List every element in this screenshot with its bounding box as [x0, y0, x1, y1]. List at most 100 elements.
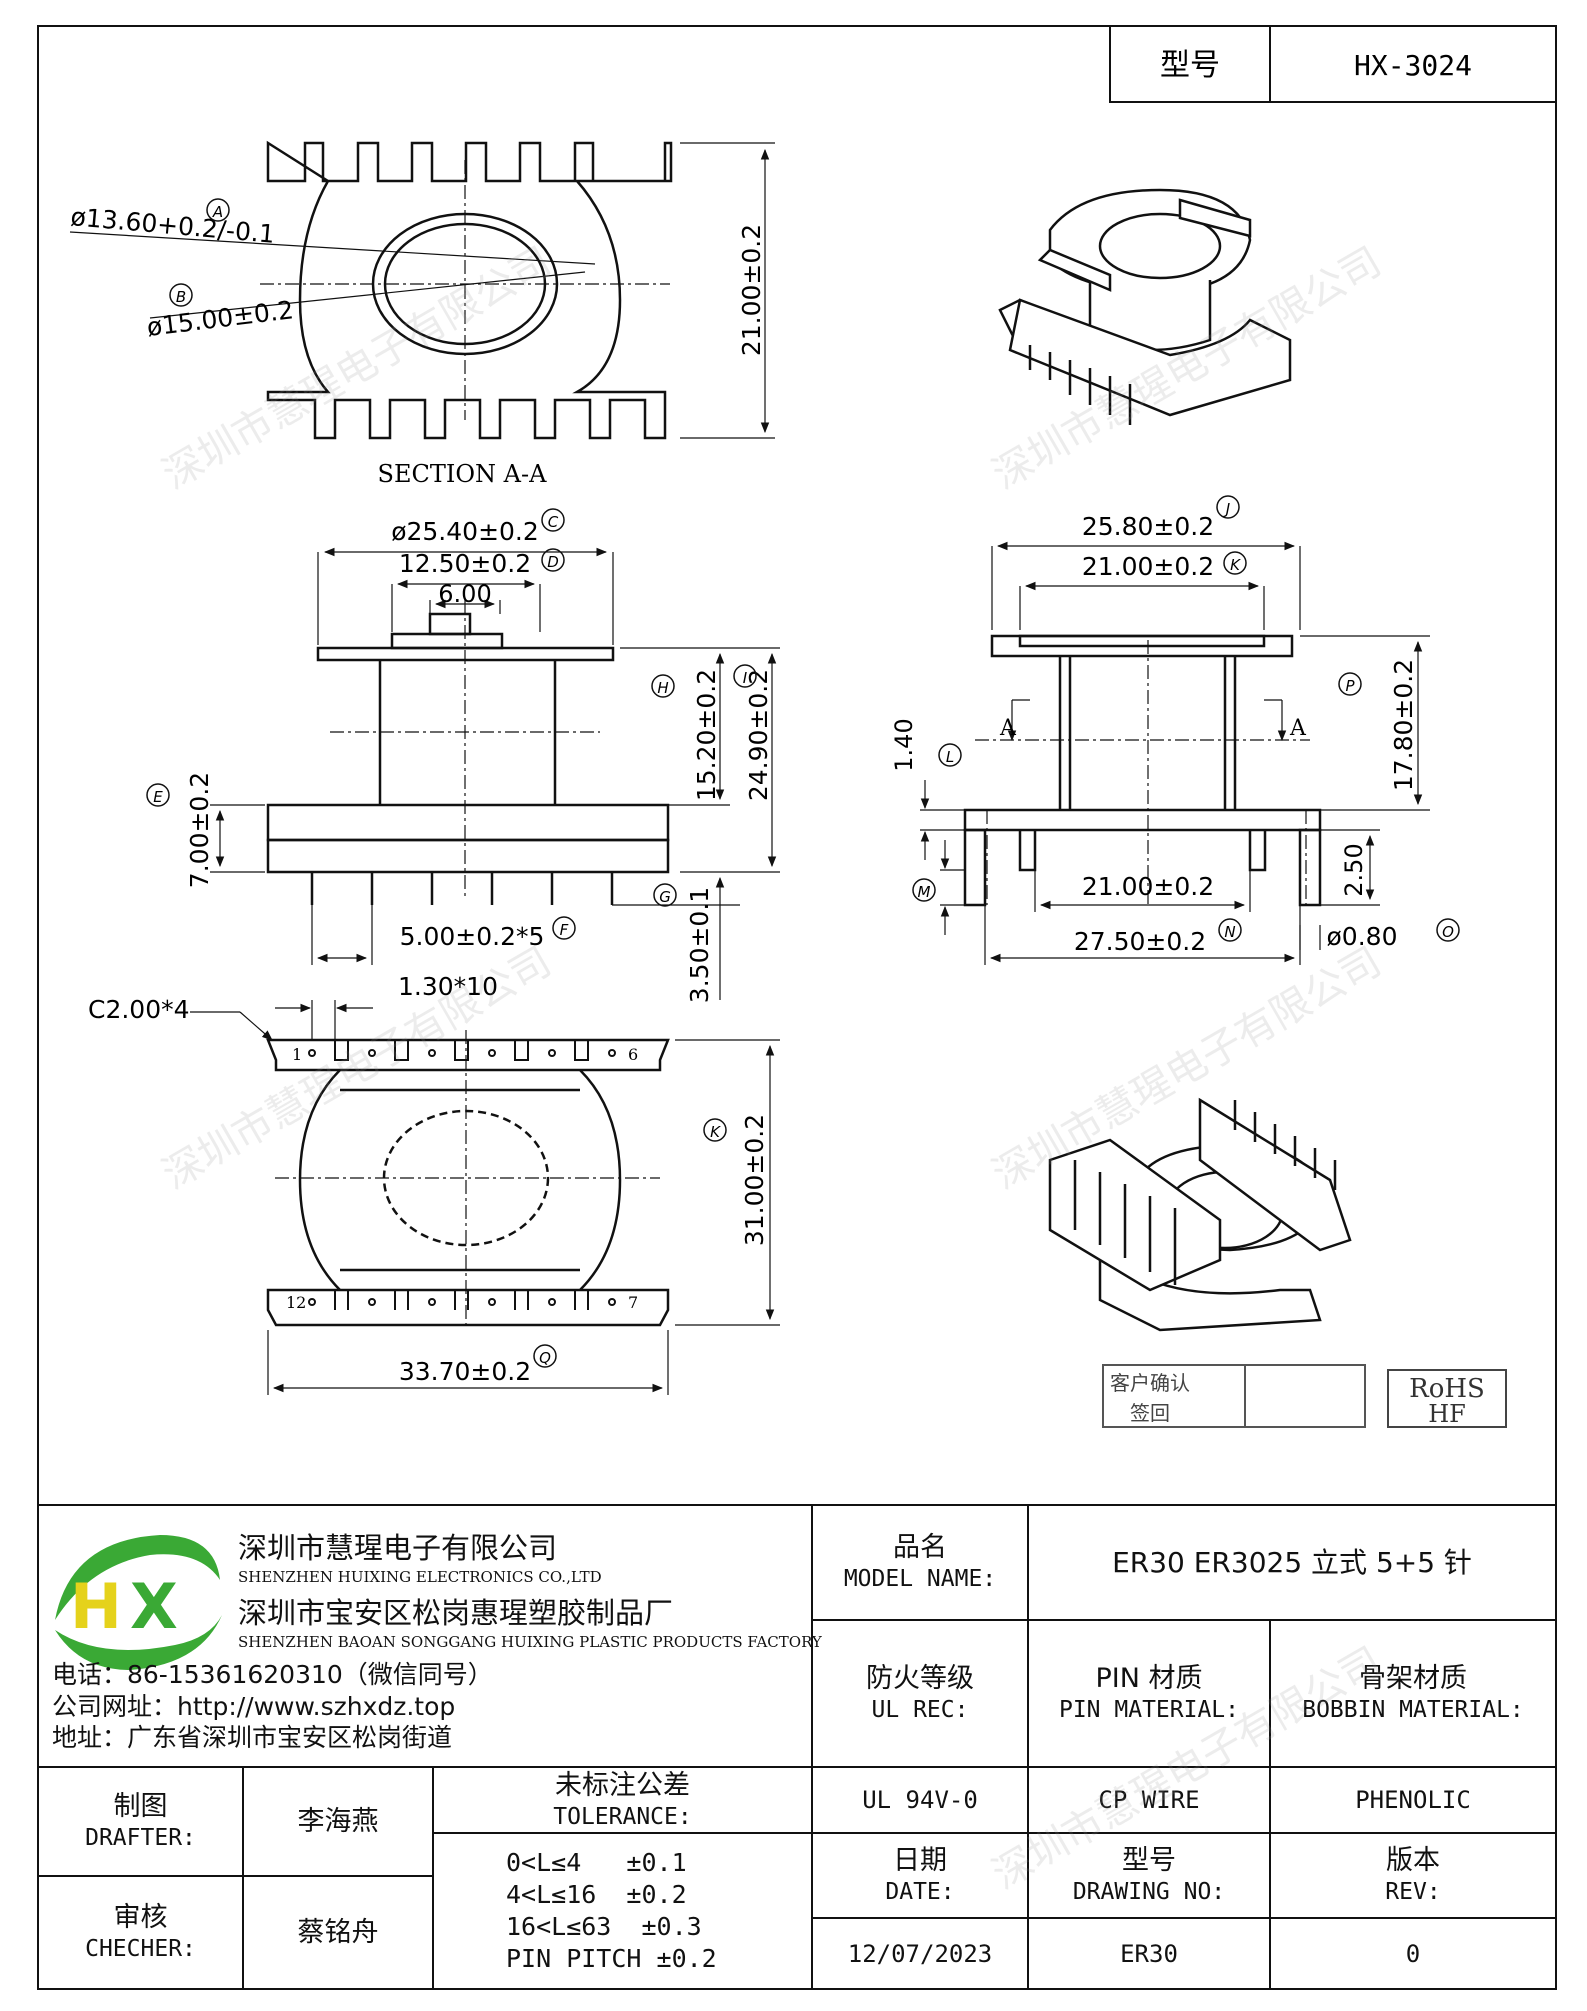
section-marker-left: A	[999, 716, 1017, 741]
pin-12-label: 12	[286, 1293, 306, 1312]
tolerance-label: 未标注公差 TOLERANCE:	[553, 1769, 692, 1830]
model-name-value: ER30 ER3025 立式 5+5 针	[1112, 1546, 1472, 1579]
company-logo-text: HX	[70, 1580, 71, 1581]
bobbin-material-value: PHENOLIC	[1355, 1786, 1471, 1814]
fire-rating-label: 防火等级 UL REC:	[866, 1663, 974, 1723]
svg-text:Q: Q	[539, 1349, 551, 1367]
pin-7-label: 7	[628, 1293, 638, 1312]
bottom-view-notches	[308, 1040, 616, 1310]
date-value: 12/07/2023	[847, 1939, 993, 1968]
svg-text:P: P	[1345, 677, 1355, 695]
company-address: 地址：广东省深圳市宝安区松岗街道	[52, 1723, 453, 1752]
factory-name-en: SHENZHEN BAOAN SONGGANG HUIXING PLASTIC …	[238, 1633, 822, 1651]
svg-text:K: K	[710, 1123, 721, 1141]
dim-J: 25.80±0.2	[1082, 512, 1214, 541]
rev-label: 版本 REV:	[1385, 1845, 1441, 1905]
dim-K-top: 21.00±0.2	[1082, 552, 1214, 581]
svg-text:L: L	[946, 748, 954, 766]
pins-3d-bottom	[1073, 1100, 1337, 1285]
section-view	[266, 140, 673, 440]
company-name-en: SHENZHEN HUIXING ELECTRONICS CO.,LTD	[238, 1568, 602, 1586]
section-label: SECTION A-A	[378, 460, 548, 488]
dim-top-width: 6.00	[438, 580, 491, 608]
header-model-value: HX-3024	[1354, 49, 1472, 82]
svg-text:D: D	[547, 553, 559, 571]
customer-confirm-text-2: 签回	[1130, 1401, 1170, 1425]
dim-L: 1.40	[890, 718, 918, 771]
checker-name: 蔡铭舟	[297, 1916, 379, 1948]
tolerance-line-3: 16<L≤63 ±0.3	[506, 1912, 702, 1941]
dim-section-height: 21.00±0.2	[737, 224, 766, 356]
dim-K-bottom: 31.00±0.2	[740, 1114, 769, 1246]
rohs-stamp	[1387, 1369, 1507, 1428]
company-name-cn: 深圳市慧瑆电子有限公司	[238, 1531, 558, 1565]
front-view	[266, 612, 670, 905]
hf-text: HF	[1428, 1400, 1466, 1428]
header-model-box	[1109, 25, 1557, 103]
tolerance-line-2: 4<L≤16 ±0.2	[506, 1880, 687, 1909]
dim-P: 17.80±0.2	[1389, 659, 1418, 791]
model-name-label: 品名 MODEL NAME:	[843, 1532, 997, 1592]
svg-text:N: N	[1224, 923, 1235, 941]
drafter-label: 制图 DRAFTER:	[85, 1791, 196, 1851]
svg-text:M: M	[918, 883, 931, 901]
bobbin-material-label: 骨架材质 BOBBIN MATERIAL:	[1302, 1663, 1524, 1723]
tolerance-line-4: PIN PITCH ±0.2	[506, 1944, 717, 1973]
dim-A: ø13.60+0.2/-0.1	[69, 202, 276, 249]
svg-text:A: A	[212, 203, 223, 221]
bobbin-3d-view-top	[998, 188, 1292, 417]
svg-text:F: F	[560, 921, 569, 939]
dim-side-inner: 21.00±0.2	[1082, 872, 1214, 901]
rev-value: 0	[1405, 1939, 1421, 1968]
dim-chamfer: C2.00*4	[88, 995, 190, 1024]
svg-text:J: J	[1223, 500, 1230, 518]
svg-text:K: K	[1230, 556, 1241, 574]
header-model-label: 型号	[1160, 48, 1220, 83]
company-phone: 电话：86-15361620310（微信同号）	[52, 1660, 493, 1689]
svg-text:B: B	[176, 288, 186, 306]
dim-C: ø25.40±0.2	[391, 517, 539, 546]
drawing-border	[37, 25, 1557, 1990]
section-marker-right: A	[1289, 716, 1307, 741]
title-block-grid	[38, 1505, 1556, 1989]
bottom-view	[266, 1038, 670, 1327]
svg-text:H: H	[70, 1570, 122, 1643]
date-label: 日期 DATE:	[885, 1845, 955, 1905]
pin-material-label: PIN 材质 PIN MATERIAL:	[1058, 1663, 1239, 1723]
checker-label: 审核 CHECHER:	[85, 1902, 196, 1962]
drawing-no-label: 型号 DRAWING NO:	[1072, 1845, 1226, 1905]
dim-F: 5.00±0.2*5	[400, 922, 545, 951]
company-logo: H X	[55, 1535, 222, 1670]
company-website: 公司网址：http://www.szhxdz.top	[52, 1692, 456, 1721]
dim-Q: 33.70±0.2	[399, 1357, 531, 1386]
dim-E: 7.00±0.2	[185, 772, 214, 888]
dim-H: 15.20±0.2	[692, 669, 721, 801]
svg-text:O: O	[1442, 923, 1454, 941]
side-view	[963, 634, 1322, 907]
dim-B: ø15.00±0.2	[145, 295, 295, 342]
pin-6-label: 6	[628, 1045, 638, 1064]
dim-pitch: 1.30*10	[398, 972, 498, 1001]
pin-1-label: 1	[292, 1045, 302, 1064]
customer-confirm-text-1: 客户确认	[1110, 1371, 1190, 1395]
pin-material-value: CP WIRE	[1098, 1786, 1200, 1814]
bobbin-3d-view-bottom	[1048, 1097, 1352, 1332]
customer-confirm-stamp	[1102, 1364, 1366, 1428]
svg-text:E: E	[153, 788, 163, 806]
dim-D: 12.50±0.2	[399, 549, 531, 578]
dim-N: 27.50±0.2	[1074, 927, 1206, 956]
drawing-no-value: ER30	[1120, 1939, 1178, 1968]
factory-name-cn: 深圳市宝安区松岗惠瑆塑胶制品厂	[238, 1596, 674, 1630]
svg-text:H: H	[657, 679, 668, 697]
rohs-text: RoHS	[1409, 1374, 1485, 1404]
svg-text:I: I	[743, 669, 748, 687]
dim-pin-length: 2.50	[1340, 843, 1368, 896]
svg-text:X: X	[130, 1570, 178, 1643]
dim-I: 24.90±0.2	[744, 669, 773, 801]
fire-rating-value: UL 94V-0	[862, 1786, 978, 1814]
pins-3d-top	[1028, 345, 1132, 425]
svg-text:G: G	[659, 888, 671, 906]
dim-O: ø0.80	[1327, 922, 1398, 951]
svg-text:C: C	[548, 513, 559, 531]
